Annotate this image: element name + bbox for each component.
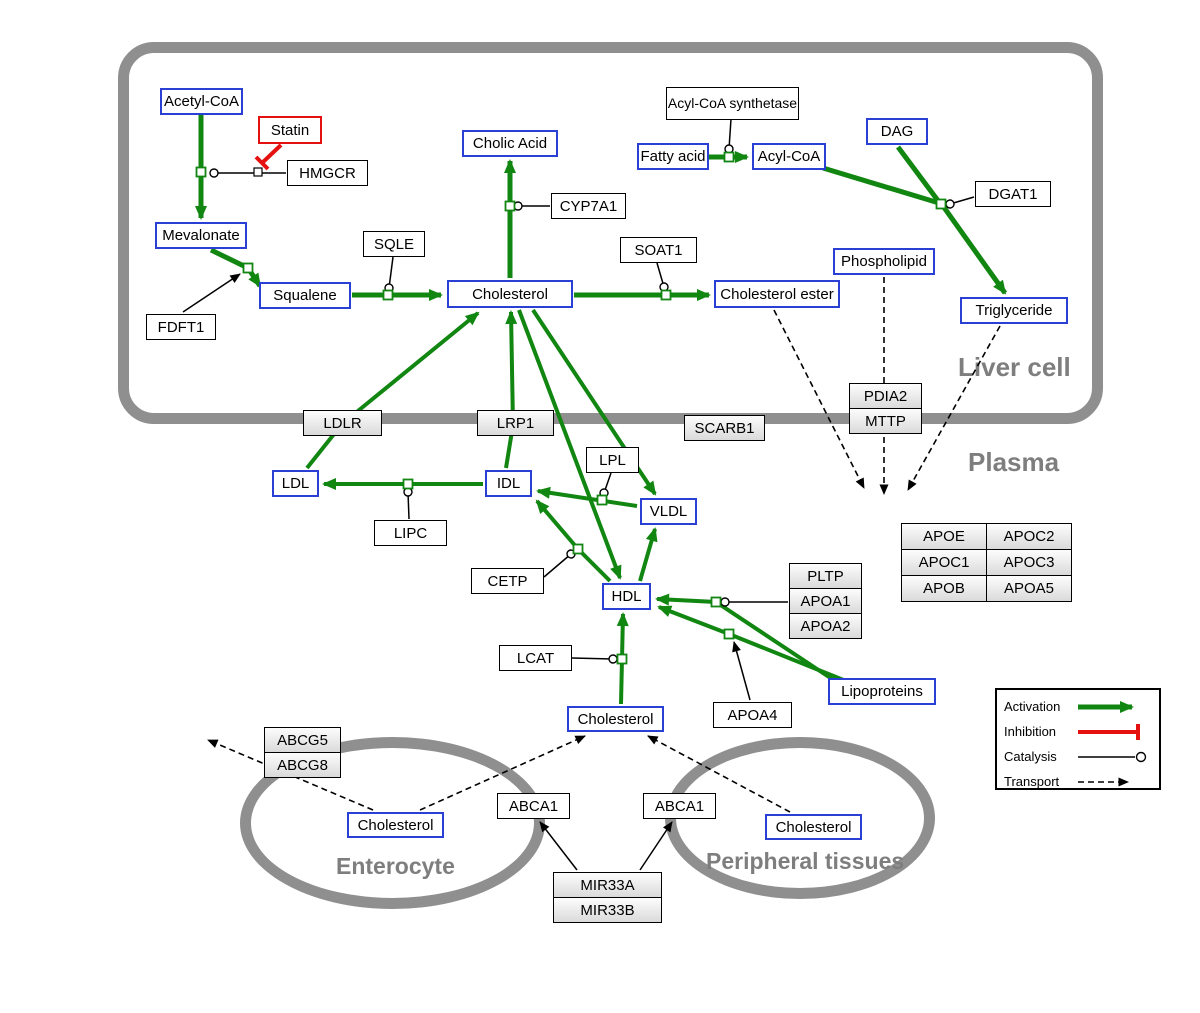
- node-hmgcr[interactable]: HMGCR: [287, 160, 368, 186]
- node-lcat[interactable]: LCAT: [499, 645, 572, 671]
- node-cholesterol-ester[interactable]: Cholesterol ester: [714, 280, 840, 308]
- apo-table-cell-apoa5[interactable]: APOA5: [986, 575, 1072, 602]
- node-statin[interactable]: Statin: [258, 116, 322, 144]
- apo-table-cell-apob[interactable]: APOB: [901, 575, 987, 602]
- enterocyte-label: Enterocyte: [336, 853, 455, 879]
- catalysis-edges: [182, 118, 975, 871]
- node-sqle[interactable]: SQLE: [363, 231, 425, 257]
- apo-table-cell-apoc1[interactable]: APOC1: [901, 549, 987, 576]
- legend-activation-label: Activation: [1004, 699, 1061, 714]
- node-scarb1[interactable]: SCARB1: [684, 415, 765, 441]
- node-mir33a[interactable]: MIR33A: [553, 872, 662, 898]
- node-apoa1[interactable]: APOA1: [789, 588, 862, 614]
- node-soat1[interactable]: SOAT1: [620, 237, 697, 263]
- node-ldl[interactable]: LDL: [272, 470, 319, 497]
- node-abca1-enterocyte[interactable]: ABCA1: [497, 793, 570, 819]
- node-acyl-coa-synthetase[interactable]: Acyl-CoA synthetase: [666, 87, 799, 120]
- node-phospholipid[interactable]: Phospholipid: [833, 248, 935, 275]
- node-vldl[interactable]: VLDL: [640, 498, 697, 525]
- liver-cell-compartment: [118, 42, 1103, 424]
- node-dgat1[interactable]: DGAT1: [975, 181, 1051, 207]
- node-apoa2[interactable]: APOA2: [789, 613, 862, 639]
- node-apoa4[interactable]: APOA4: [713, 702, 792, 728]
- node-cholic-acid[interactable]: Cholic Acid: [462, 130, 558, 157]
- node-pdia2[interactable]: PDIA2: [849, 383, 922, 409]
- node-squalene[interactable]: Squalene: [259, 282, 351, 309]
- node-cholesterol-enterocyte[interactable]: Cholesterol: [347, 812, 444, 838]
- liver-cell-label: Liver cell: [958, 352, 1071, 382]
- node-mevalonate[interactable]: Mevalonate: [155, 222, 247, 249]
- node-lipc[interactable]: LIPC: [374, 520, 447, 546]
- node-triglyceride[interactable]: Triglyceride: [960, 297, 1068, 324]
- reaction-nodes: [195, 151, 947, 665]
- node-cholesterol-peripheral[interactable]: Cholesterol: [765, 814, 862, 840]
- node-idl[interactable]: IDL: [485, 470, 532, 497]
- legend-catalysis-label: Catalysis: [1004, 749, 1057, 764]
- transport-edges: [207, 277, 1001, 813]
- node-acyl-coa[interactable]: Acyl-CoA: [752, 143, 826, 170]
- node-cholesterol-liver[interactable]: Cholesterol: [447, 280, 573, 308]
- legend-symbols: [1078, 701, 1147, 787]
- node-fdft1[interactable]: FDFT1: [146, 314, 216, 340]
- node-abcg8[interactable]: ABCG8: [264, 752, 341, 778]
- plasma-label: Plasma: [968, 447, 1060, 477]
- node-lrp1[interactable]: LRP1: [477, 410, 554, 436]
- legend-inhibition-label: Inhibition: [1004, 724, 1057, 739]
- node-mir33b[interactable]: MIR33B: [553, 897, 662, 923]
- node-pltp[interactable]: PLTP: [789, 563, 862, 589]
- node-acetyl-coa[interactable]: Acetyl-CoA: [160, 88, 243, 115]
- node-lipoproteins[interactable]: Lipoproteins: [828, 678, 936, 705]
- node-abcg5[interactable]: ABCG5: [264, 727, 341, 753]
- legend-transport-label: Transport: [1004, 774, 1060, 789]
- node-mttp[interactable]: MTTP: [849, 408, 922, 434]
- node-fatty-acid[interactable]: Fatty acid: [637, 143, 709, 170]
- node-cholesterol-plasma[interactable]: Cholesterol: [567, 706, 664, 732]
- node-abca1-peripheral[interactable]: ABCA1: [643, 793, 716, 819]
- apo-table-cell-apoc3[interactable]: APOC3: [986, 549, 1072, 576]
- node-cetp[interactable]: CETP: [471, 568, 544, 594]
- apo-table-cell-apoe[interactable]: APOE: [901, 523, 987, 550]
- node-ldlr[interactable]: LDLR: [303, 410, 382, 436]
- apo-table-cell-apoc2[interactable]: APOC2: [986, 523, 1072, 550]
- hmgcr-anchor-node: [253, 167, 263, 177]
- node-dag[interactable]: DAG: [866, 118, 928, 145]
- peripheral-tissues-label: Peripheral tissues: [706, 848, 905, 874]
- node-lpl[interactable]: LPL: [586, 447, 639, 473]
- node-hdl[interactable]: HDL: [602, 583, 651, 610]
- node-cyp7a1[interactable]: CYP7A1: [551, 193, 626, 219]
- inhibition-edge: [254, 143, 283, 171]
